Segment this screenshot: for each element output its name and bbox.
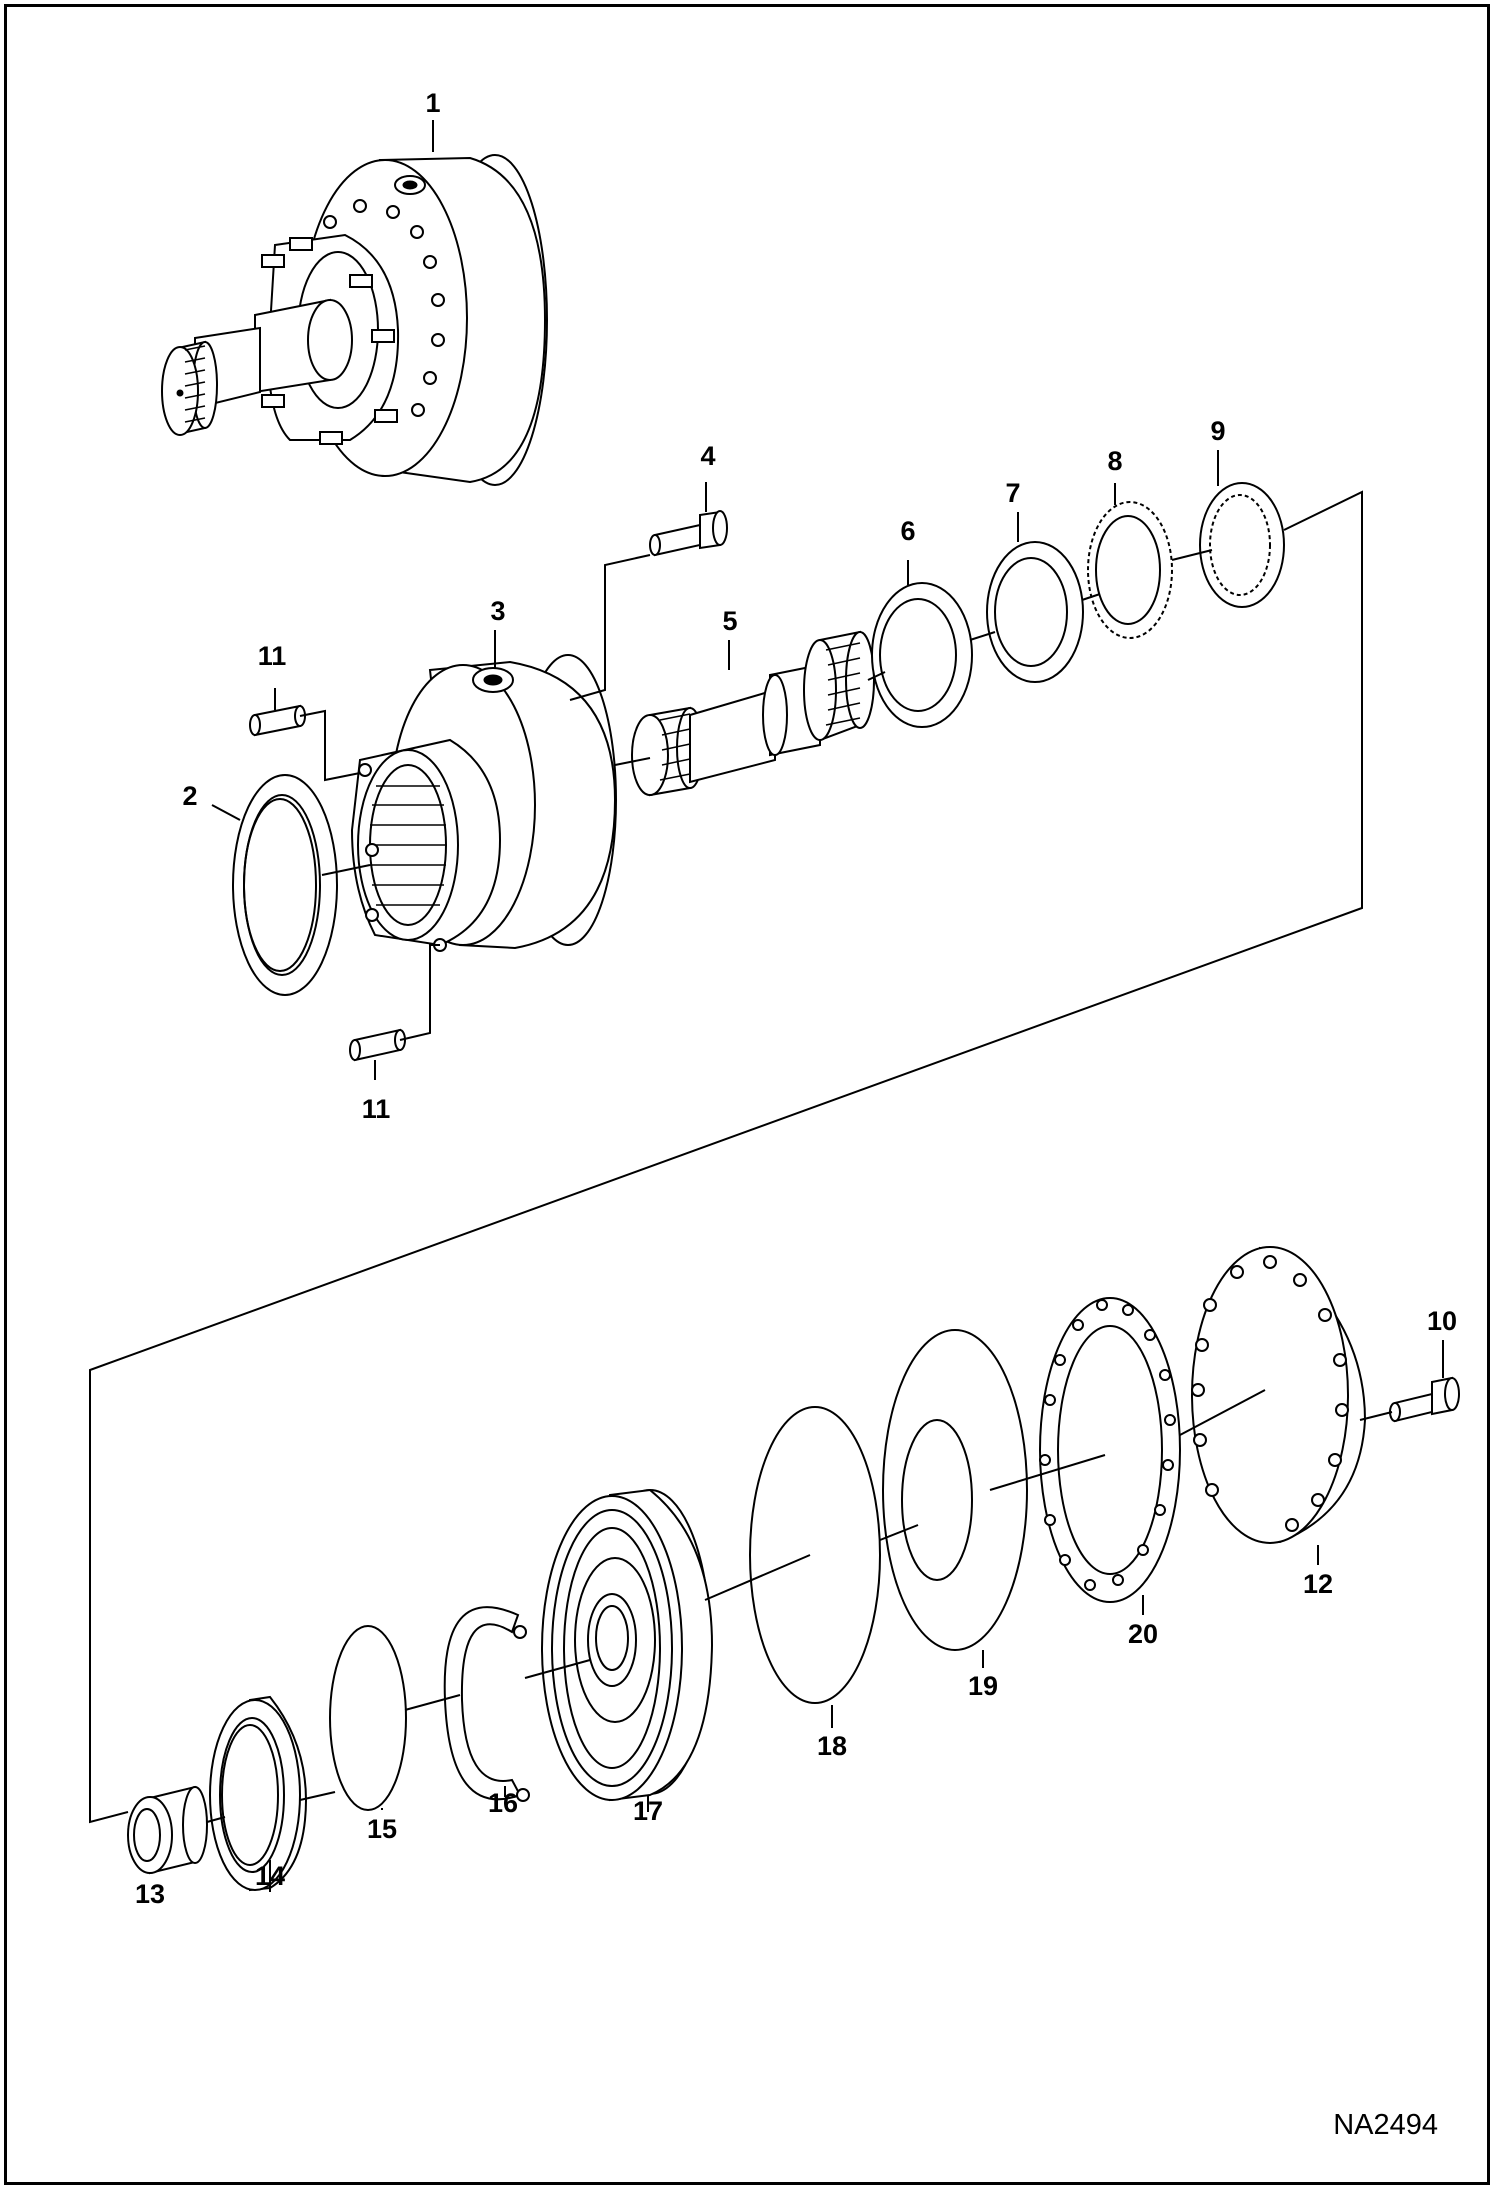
part-3-housing: [350, 654, 617, 952]
figure-id: NA2494: [1333, 2109, 1438, 2141]
part-5-shaft: [631, 630, 875, 797]
callout-16: 16: [488, 1788, 518, 1818]
part-16-retaining-ring: [443, 1606, 530, 1802]
diagram-border: [4, 4, 1490, 2185]
callout-12: 12: [1303, 1569, 1333, 1599]
callout-3: 3: [490, 596, 505, 626]
assembly-lines: [89, 490, 1393, 1824]
leader-lines: [211, 120, 1444, 1892]
callouts: 1 2 3 4 5 6 7 8 9 10 11 11 12 13 14 15 1…: [135, 88, 1457, 1909]
part-2-seal: [232, 774, 338, 996]
part-1-motor-housing: [161, 154, 548, 486]
part-4-bolt: [649, 510, 728, 557]
part-18-o-ring: [749, 1406, 881, 1704]
part-6-washer: [871, 582, 973, 728]
part-8-friction-disc: [1087, 501, 1173, 639]
callout-10: 10: [1427, 1306, 1457, 1336]
callout-2: 2: [182, 781, 197, 811]
callout-1: 1: [425, 88, 440, 118]
callout-15: 15: [367, 1814, 397, 1844]
callout-20: 20: [1128, 1619, 1158, 1649]
callout-8: 8: [1107, 446, 1122, 476]
part-11-dowel-pin-lower: [349, 1028, 406, 1062]
callout-11-upper: 11: [258, 641, 287, 671]
callout-4: 4: [700, 441, 715, 471]
part-17-piston: [541, 1488, 714, 1802]
part-9-separator-disc: [1199, 482, 1285, 608]
callout-6: 6: [900, 516, 915, 546]
part-13-bushing: [127, 1785, 208, 1875]
part-19-plate: [882, 1329, 1028, 1651]
part-20-gasket: [1039, 1297, 1181, 1603]
part-14-bearing: [209, 1695, 307, 1892]
callout-13: 13: [135, 1879, 165, 1909]
callout-11-lower: 11: [362, 1094, 391, 1124]
part-15-o-ring: [329, 1625, 407, 1811]
callout-18: 18: [817, 1731, 847, 1761]
callout-5: 5: [722, 606, 737, 636]
part-7-washer: [986, 541, 1084, 683]
callout-7: 7: [1005, 478, 1020, 508]
callout-14: 14: [255, 1861, 285, 1891]
callout-17: 17: [633, 1796, 663, 1826]
part-10-bolt: [1389, 1376, 1460, 1423]
part-12-end-cover: [1191, 1246, 1367, 1544]
callout-19: 19: [968, 1671, 998, 1701]
callout-9: 9: [1210, 416, 1225, 446]
part-11-dowel-pin-upper: [249, 704, 306, 737]
